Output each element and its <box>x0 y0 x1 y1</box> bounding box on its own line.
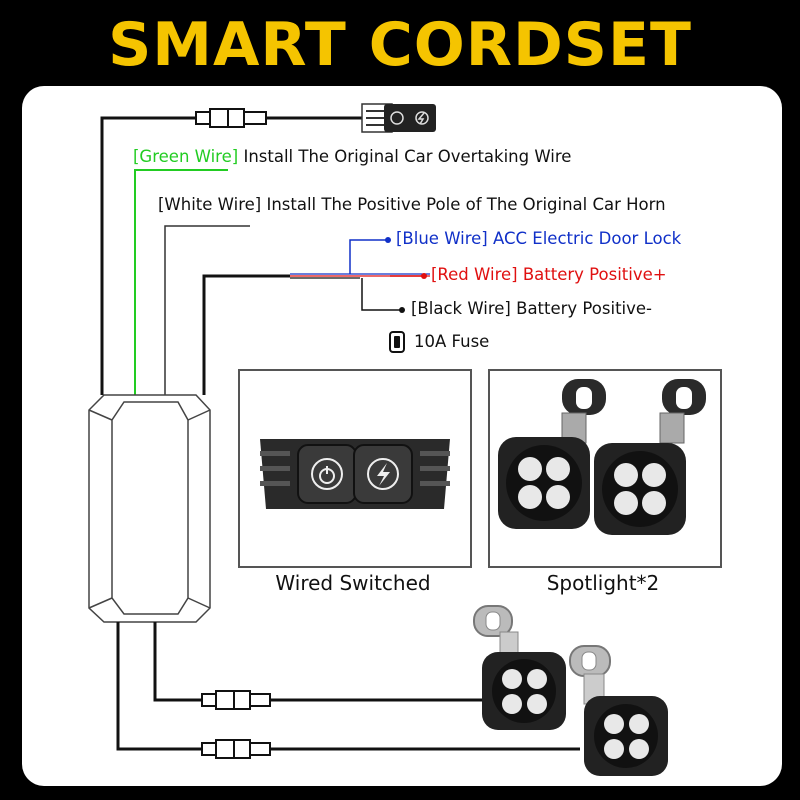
battery-harness <box>202 274 290 395</box>
red-wire-label: [Red Wire] Battery Positive+ <box>431 265 667 284</box>
connector-icon <box>201 739 271 759</box>
green-wire-label: [Green Wire] Install The Original Car Ov… <box>133 147 571 166</box>
spotlight-pair-image <box>498 379 706 535</box>
blue-wire-label: [Blue Wire] ACC Electric Door Lock <box>396 229 681 248</box>
spotlight-icon <box>569 645 668 776</box>
bottom-wires <box>116 622 580 751</box>
connector-icon <box>195 108 267 128</box>
spotlight-product-box <box>488 369 722 568</box>
switch-caption: Wired Switched <box>275 571 431 595</box>
white-wire-label: [White Wire] Install The Positive Pole o… <box>158 195 666 214</box>
blue-wire-tag: [Blue Wire] <box>396 229 488 248</box>
spotlight-caption: Spotlight*2 <box>546 571 660 595</box>
switch-plug-icon <box>361 103 436 133</box>
wired-switch-image <box>260 439 450 509</box>
blue-wire <box>349 239 386 274</box>
top-main-wire <box>100 116 362 395</box>
green-wire-text: Install The Original Car Overtaking Wire <box>238 147 572 166</box>
connector-icon <box>201 690 271 710</box>
fuse-label: 10A Fuse <box>414 332 490 351</box>
black-wire <box>361 278 400 311</box>
red-wire-text: Battery Positive+ <box>517 265 667 284</box>
green-wire-tag: [Green Wire] <box>133 147 239 166</box>
spotlight-icon <box>498 379 606 529</box>
power-icon <box>311 458 343 490</box>
white-wire-tag: [White Wire] <box>158 195 262 214</box>
fuse-icon <box>389 331 405 353</box>
lightning-icon <box>367 458 399 490</box>
white-wire-text: Install The Positive Pole of The Origina… <box>261 195 666 214</box>
control-box-icon <box>88 394 211 623</box>
black-wire-text: Battery Positive- <box>510 299 652 318</box>
spotlight-icon <box>473 605 566 730</box>
green-wire <box>134 169 228 395</box>
red-wire-tag: [Red Wire] <box>431 265 518 284</box>
blue-wire-text: ACC Electric Door Lock <box>487 229 682 248</box>
black-wire-label: [Black Wire] Battery Positive- <box>411 299 652 318</box>
spotlight-icon <box>594 379 706 535</box>
switch-product-box <box>238 369 472 568</box>
page-title: SMART CORDSET <box>108 10 692 80</box>
black-wire-tag: [Black Wire] <box>411 299 511 318</box>
white-wire <box>164 225 250 395</box>
